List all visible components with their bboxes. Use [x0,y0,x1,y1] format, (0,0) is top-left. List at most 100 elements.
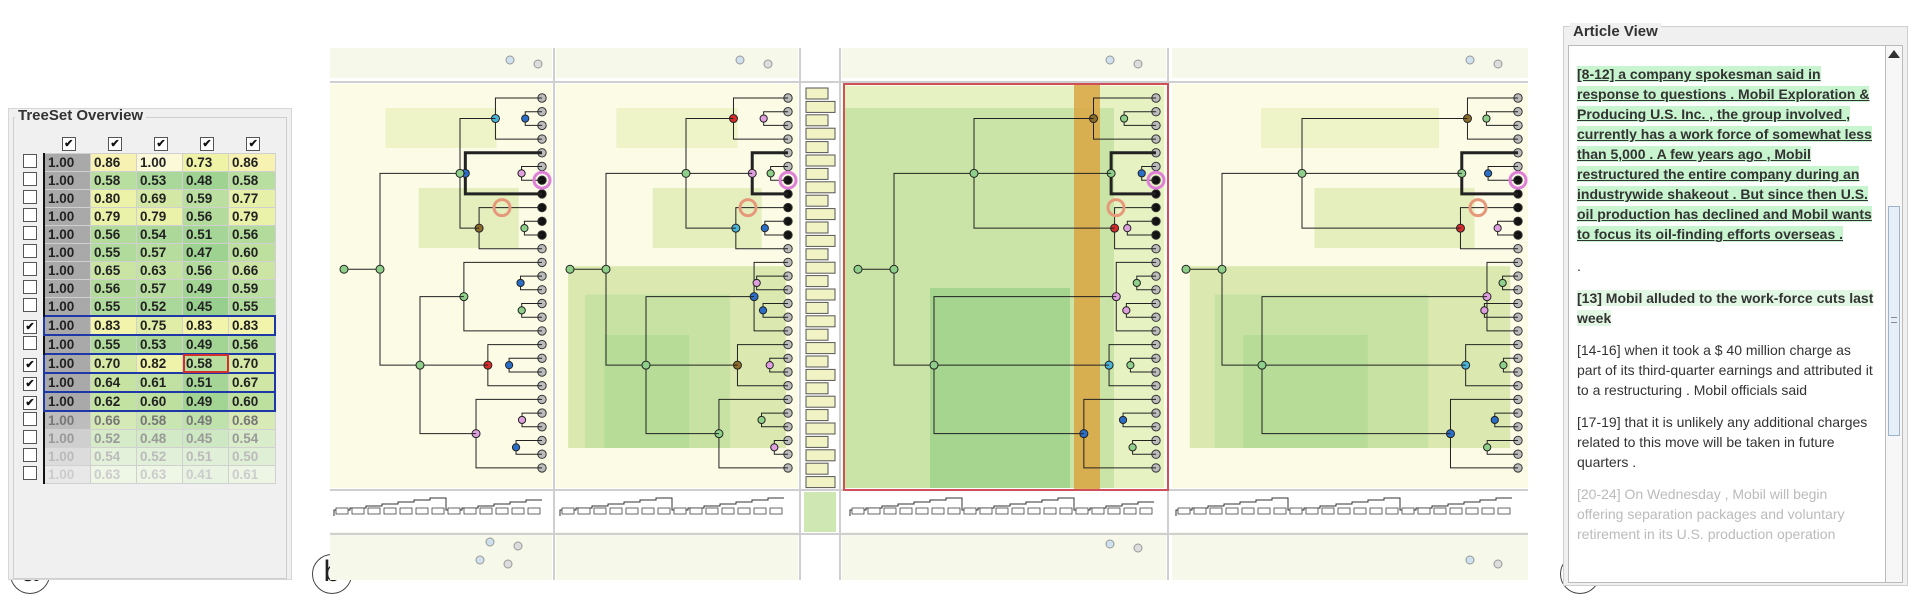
tree-node[interactable] [504,361,514,370]
similarity-cell[interactable]: 0.48 [182,171,229,190]
column-checkbox[interactable]: ✔ [108,137,122,151]
similarity-cell[interactable]: 0.63 [136,465,183,484]
row-checkbox[interactable] [23,280,37,294]
similarity-cell[interactable]: 0.54 [228,429,276,448]
row-checkbox[interactable]: ✔ [23,319,37,334]
similarity-cell[interactable]: 0.62 [90,391,137,412]
tree-node[interactable] [517,415,527,425]
similarity-cell[interactable]: 0.56 [182,261,229,280]
similarity-cell[interactable]: 1.00 [43,372,91,393]
similarity-cell[interactable]: 0.54 [90,447,137,466]
tree-node[interactable] [1122,306,1131,315]
row-checkbox[interactable] [23,244,37,258]
similarity-cell[interactable]: 0.70 [228,353,276,374]
similarity-cell[interactable]: 0.59 [228,279,276,298]
article-paragraph[interactable]: [20-24] On Wednesday , Mobil will begin … [1577,484,1877,544]
tree-grid-view[interactable] [330,48,1528,580]
similarity-cell[interactable]: 0.83 [182,315,229,336]
similarity-cell[interactable]: 0.75 [136,315,183,336]
tree-thumbnail[interactable] [1172,532,1528,580]
similarity-cell[interactable]: 0.51 [182,447,229,466]
similarity-cell[interactable]: 0.65 [90,261,137,280]
tree-thumbnail[interactable] [330,532,552,580]
similarity-cell[interactable]: 0.55 [90,334,137,355]
similarity-cell[interactable]: 0.83 [90,315,137,336]
article-text-area[interactable]: [8-12] a company spokesman said in respo… [1568,45,1886,583]
tree-node[interactable] [1480,306,1489,315]
similarity-cell[interactable]: 0.67 [228,372,276,393]
similarity-cell[interactable]: 0.47 [182,243,229,262]
tree-node[interactable] [1126,361,1135,370]
tree-node[interactable] [929,360,939,370]
tree-node[interactable] [455,168,465,178]
tree-thumbnail[interactable] [842,532,1166,580]
similarity-cell[interactable]: 0.53 [136,334,183,355]
tree-node[interactable] [1128,443,1137,452]
similarity-cell[interactable]: 0.50 [228,447,276,466]
tree-node[interactable] [641,360,651,370]
similarity-cell[interactable]: 0.48 [136,429,183,448]
tree-node[interactable] [1257,360,1267,370]
similarity-cell[interactable]: 0.51 [182,372,229,393]
similarity-cell[interactable]: 0.53 [136,171,183,190]
similarity-cell[interactable]: 1.00 [43,261,91,280]
similarity-cell[interactable]: 0.56 [90,279,137,298]
tree-node[interactable] [1483,169,1493,178]
row-checkbox[interactable] [23,448,37,462]
tree-node[interactable] [1181,264,1191,274]
row-checkbox[interactable] [23,226,37,240]
row-checkbox[interactable] [23,154,37,168]
similarity-cell[interactable]: 0.51 [182,225,229,244]
similarity-cell[interactable]: 1.00 [43,429,91,448]
similarity-cell[interactable]: 0.79 [228,207,276,226]
tree-node[interactable] [516,278,525,288]
article-paragraph[interactable]: [8-12] a company spokesman said in respo… [1577,64,1877,244]
similarity-cell[interactable]: 0.49 [182,410,229,430]
similarity-cell[interactable]: 0.69 [136,189,183,208]
tree-node[interactable] [1490,415,1499,425]
similarity-cell[interactable]: 1.00 [43,153,91,172]
tree-node[interactable] [565,264,575,274]
scroll-thumb[interactable] [1888,206,1900,436]
tree-node[interactable] [1493,224,1502,233]
similarity-cell[interactable]: 0.82 [136,353,183,374]
row-checkbox[interactable] [23,430,37,444]
similarity-cell[interactable]: 0.58 [182,353,229,374]
row-checkbox[interactable] [23,208,37,222]
tree-node[interactable] [521,114,530,123]
similarity-cell[interactable]: 0.60 [228,391,276,412]
similarity-cell[interactable]: 1.00 [136,153,183,172]
tree-node[interactable] [1483,443,1492,452]
similarity-cell[interactable]: 0.41 [182,465,229,484]
tree-thumbnail[interactable] [556,48,798,78]
column-checkbox[interactable]: ✔ [154,137,168,151]
similarity-cell[interactable]: 0.54 [136,225,183,244]
tree-node[interactable] [375,264,385,274]
similarity-cell[interactable]: 0.56 [228,225,276,244]
similarity-cell[interactable]: 0.66 [90,410,137,430]
similarity-cell[interactable]: 0.52 [90,429,137,448]
tree-thumbnail[interactable] [1172,48,1528,78]
column-checkbox[interactable]: ✔ [246,137,261,151]
tree-node[interactable] [1132,278,1141,288]
tree-node[interactable] [1498,278,1507,288]
similarity-cell[interactable]: 0.73 [182,153,229,172]
tree-node[interactable] [969,168,979,178]
similarity-cell[interactable]: 0.58 [90,171,137,190]
similarity-cell[interactable]: 0.52 [136,297,183,317]
similarity-cell[interactable]: 0.55 [90,297,137,317]
similarity-cell[interactable]: 0.57 [136,279,183,298]
similarity-cell[interactable]: 0.58 [136,410,183,430]
row-checkbox[interactable] [23,190,37,204]
